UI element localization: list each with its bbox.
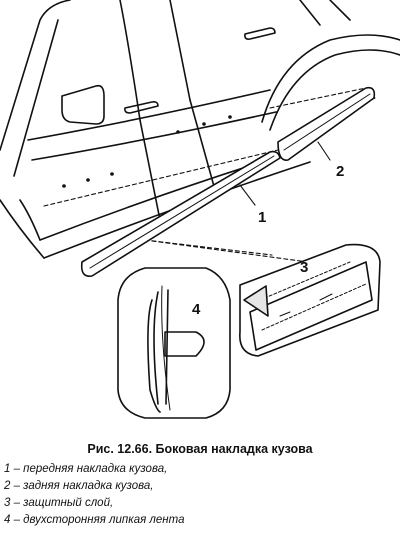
car-side-molding-diagram: 1 2 3 4 (0, 0, 400, 419)
front-door-handle (124, 101, 159, 114)
detail-view-protective-layer (239, 243, 381, 357)
detail-view-tape (117, 267, 231, 419)
rear-body-molding (277, 86, 376, 161)
callout-1: 1 (258, 209, 266, 226)
car-body-outline (0, 0, 400, 259)
figure-caption: Рис. 12.66. Боковая накладка кузова (87, 442, 313, 456)
legend-item: 2 – задняя накладка кузова, (4, 480, 154, 492)
rear-door-handle (244, 27, 276, 40)
side-mirror (61, 84, 105, 125)
legend-item: 1 – передняя накладка кузова, (4, 463, 168, 475)
figure-legend: 1 – передняя накладка кузова, 2 – задняя… (4, 461, 185, 529)
callout-2: 2 (336, 163, 344, 180)
legend-item: 3 – защитный слой, (4, 497, 114, 509)
callout-4: 4 (192, 301, 201, 318)
legend-item: 4 – двухсторонняя липкая лента (4, 514, 185, 526)
callout-3: 3 (300, 259, 308, 276)
mounting-holes (62, 115, 232, 188)
